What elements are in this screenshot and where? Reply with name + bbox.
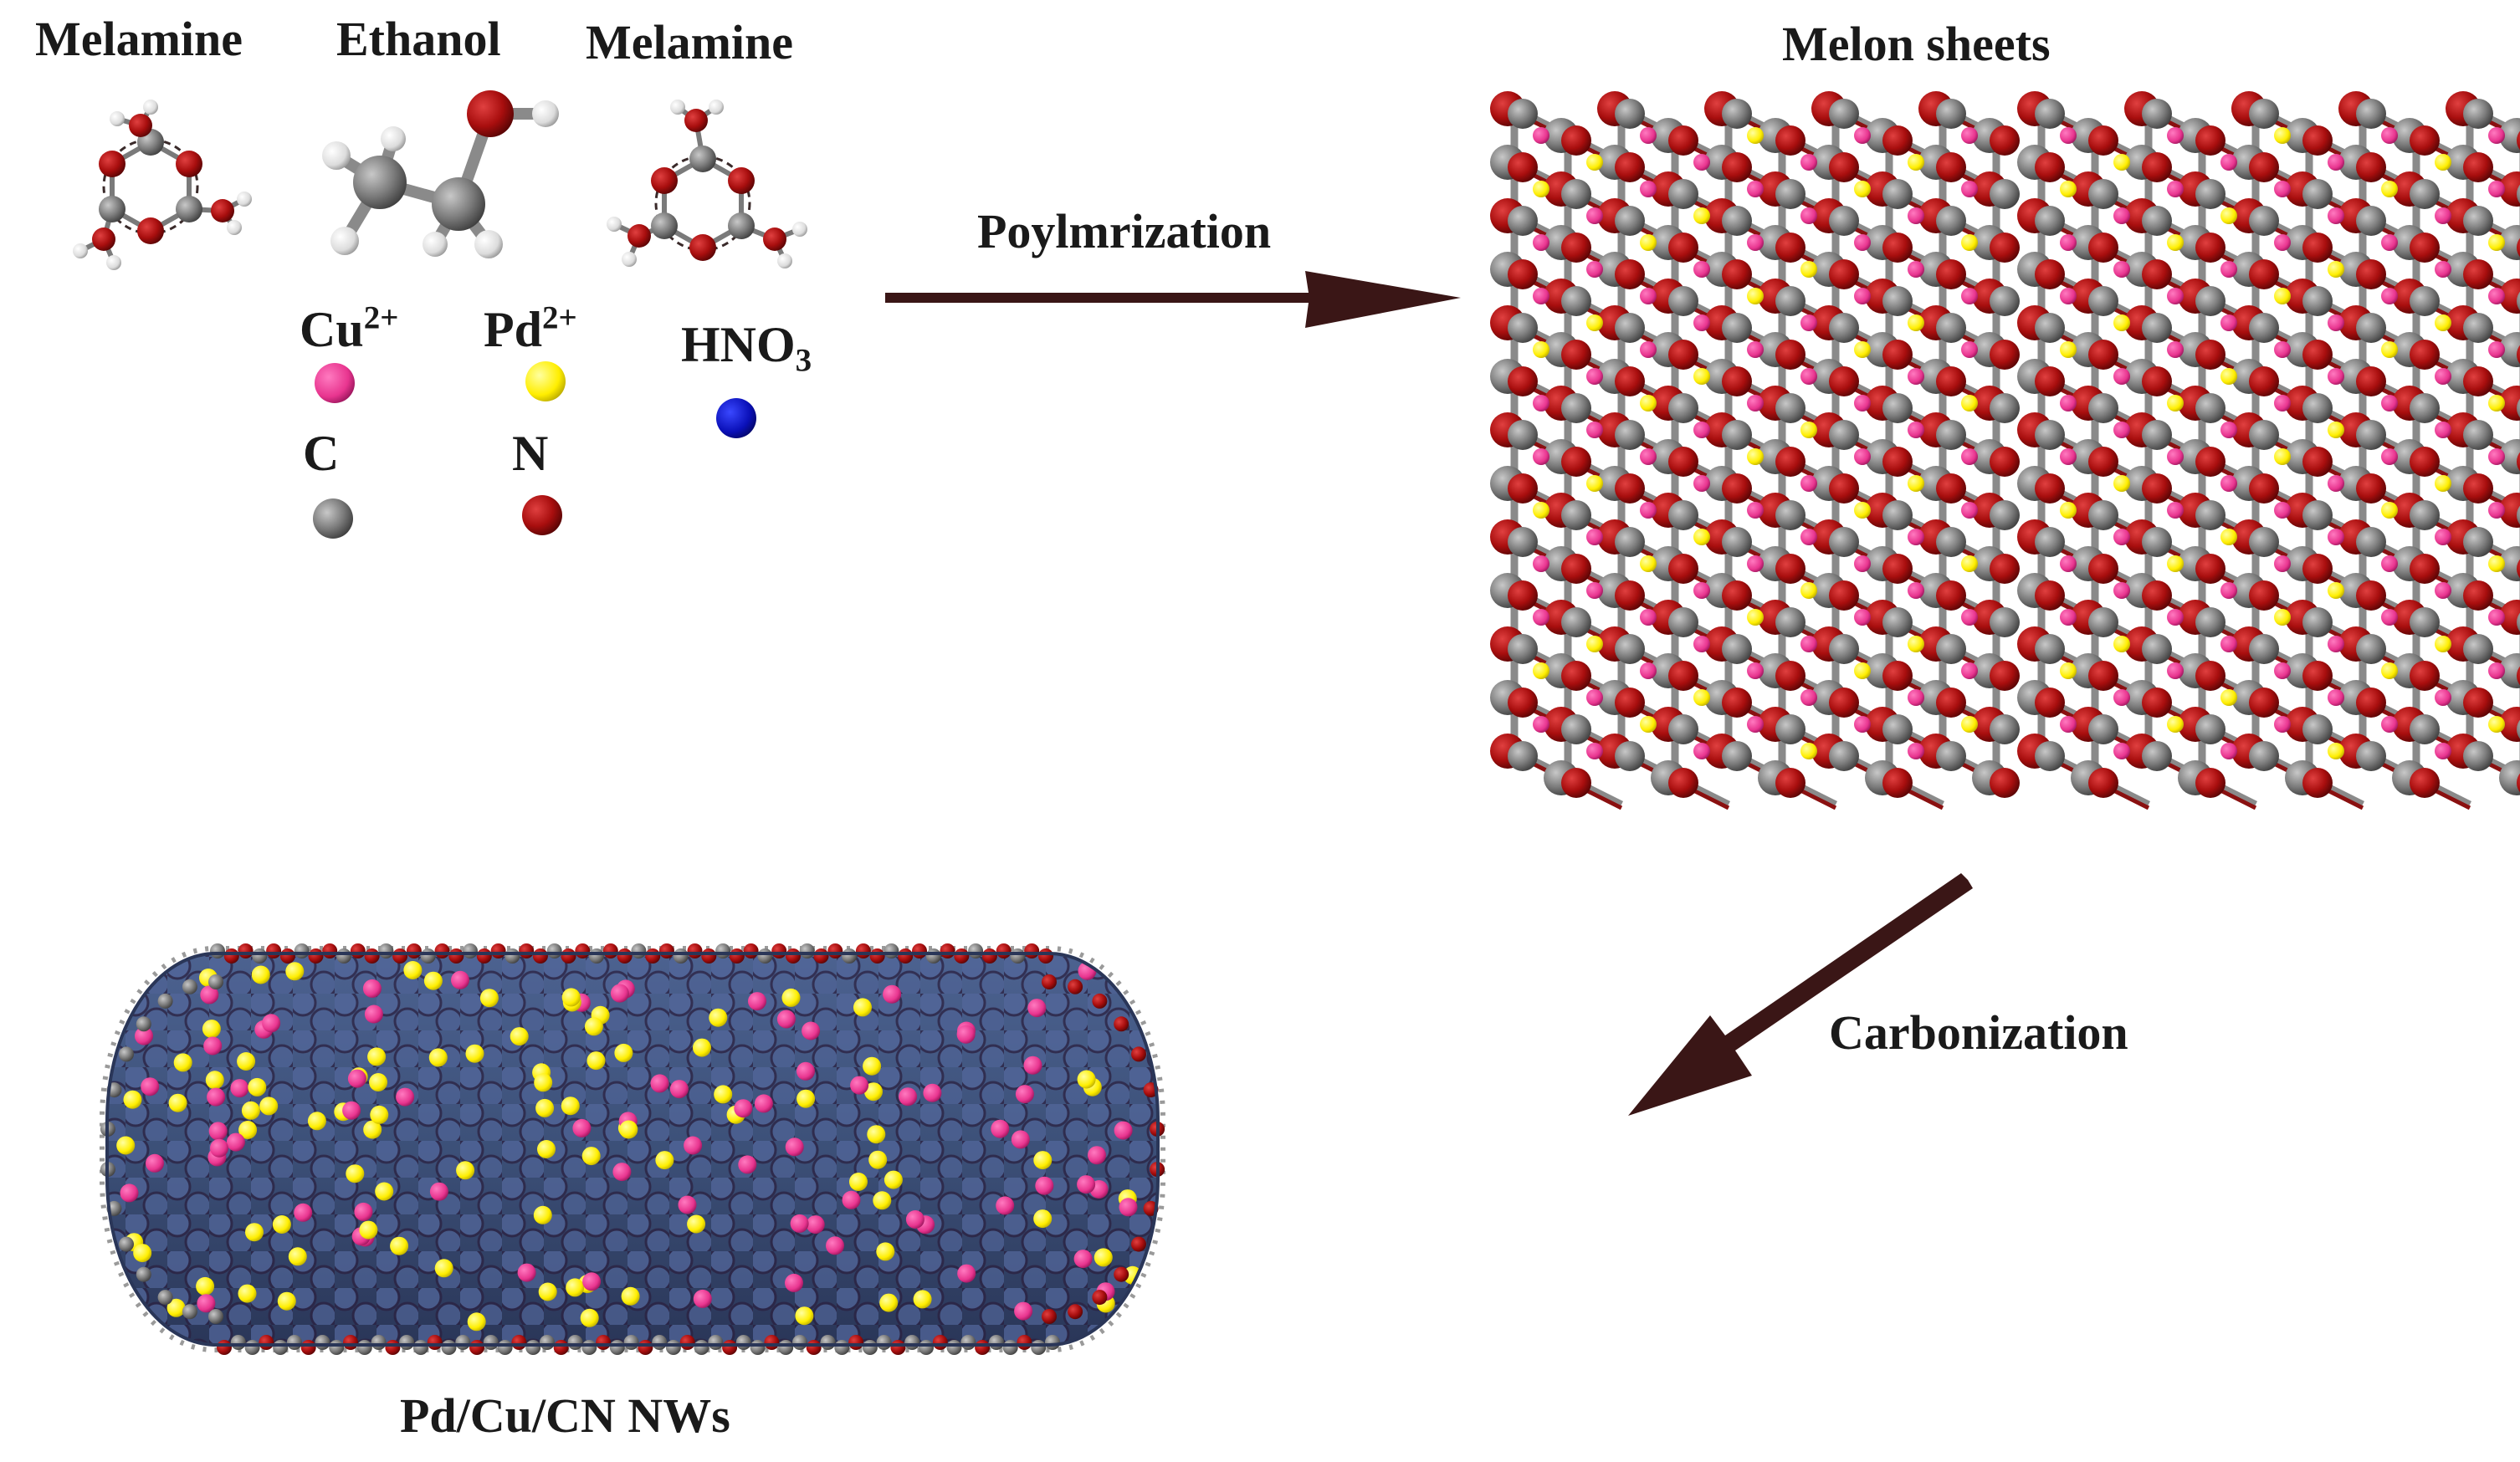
pd-legend-label: Pd2+ [484, 299, 577, 357]
c-legend-label: C [303, 426, 340, 481]
ethanol-molecule [322, 90, 559, 258]
cu-legend-label: Cu2+ [300, 299, 399, 357]
melamine-right-label: Melamine [586, 15, 794, 69]
melon-sheet-left [1490, 91, 2020, 810]
melon-sheets-label: Melon sheets [1782, 17, 2051, 71]
hno3-legend-dot [716, 398, 756, 438]
polymerization-label: Poylmrization [977, 204, 1272, 258]
melamine-right-molecule [607, 100, 807, 268]
melamine-left-molecule [73, 100, 252, 270]
pd-cu-cn-nanowire [100, 943, 1165, 1355]
nanowire-label: Pd/Cu/CN NWs [400, 1388, 730, 1443]
hno3-legend-label: HNO3 [681, 317, 812, 379]
n-legend-dot [522, 495, 562, 535]
ethanol-label: Ethanol [336, 12, 501, 66]
melon-sheet-right [2017, 91, 2520, 810]
polymerization-arrow [885, 271, 1461, 328]
pd-legend-dot [525, 361, 566, 401]
cu-legend-dot [315, 363, 355, 403]
carbonization-label: Carbonization [1829, 1005, 2128, 1060]
melamine-left-label: Melamine [35, 12, 243, 66]
carbonization-arrow [1628, 873, 1973, 1116]
n-legend-label: N [512, 426, 549, 481]
c-legend-dot [313, 498, 353, 539]
